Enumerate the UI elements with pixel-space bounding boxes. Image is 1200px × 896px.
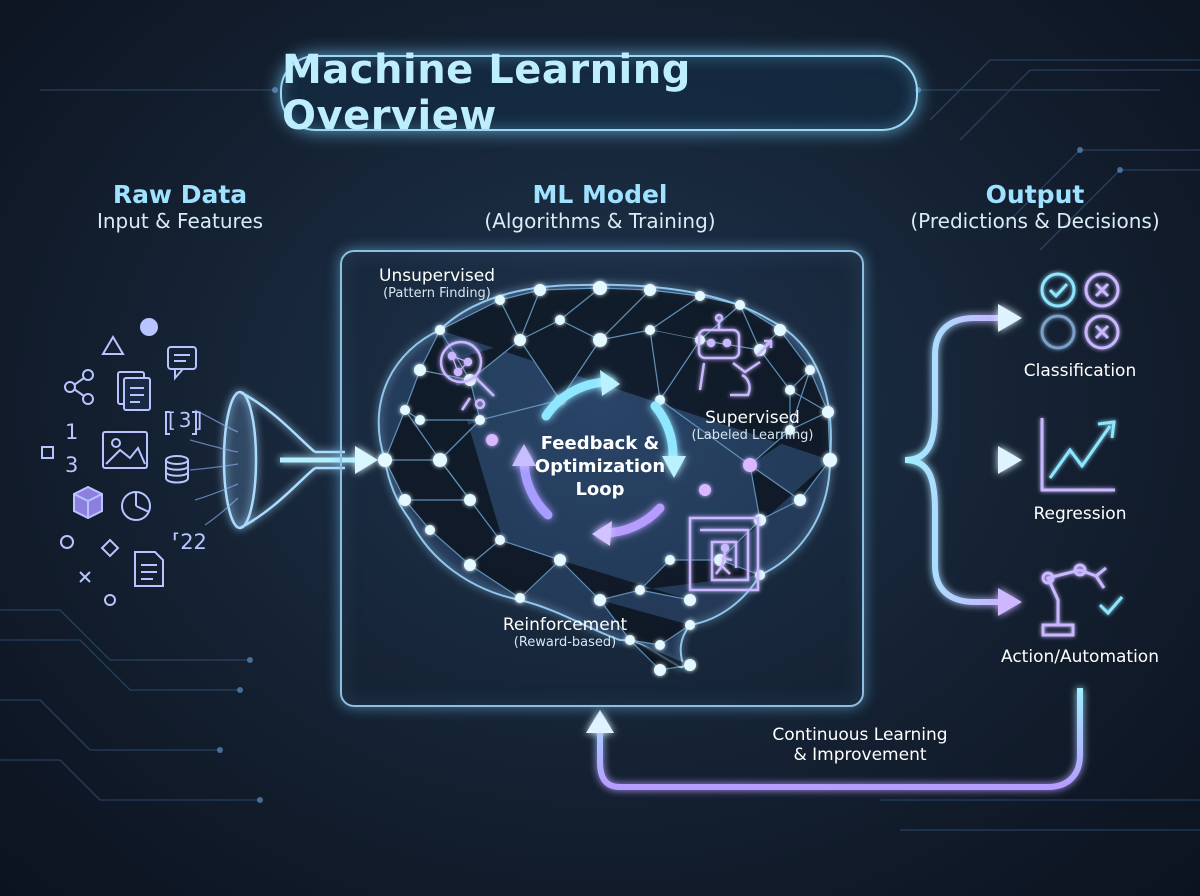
number-twenty-two: ⸢22 [172,530,207,554]
unsupervised-label: Unsupervised [379,266,495,286]
model-box [340,250,864,707]
document-icon [134,551,164,587]
loop-line-2: Optimization [534,456,666,477]
continuous-learning-label: Continuous Learning & Improvement [745,725,975,765]
unsupervised-block: Unsupervised (Pattern Finding) [362,266,512,301]
image-icon [102,431,148,469]
funnel-icon [222,390,345,530]
action-automation-label: Action/Automation [1001,647,1159,667]
supervised-label: Supervised [705,408,800,428]
output-subheading: (Predictions & Decisions) [910,209,1160,233]
model-subheading: (Algorithms & Training) [484,209,716,233]
reinforcement-label: Reinforcement [502,615,628,635]
supervised-sublabel: (Labeled Learning) [691,428,814,443]
gear-icon [140,318,158,336]
chat-icon [167,346,197,381]
title-banner: Machine Learning Overview [280,47,918,139]
raw-data-heading: Raw Data [112,180,248,209]
output-heading: Output [985,180,1085,209]
reinforcement-sublabel: (Reward-based) [513,635,617,650]
cube-icon [73,485,103,520]
loop-line-3: Loop [575,479,625,500]
page-title: Machine Learning Overview [282,47,691,139]
robot-arm-icon [1041,563,1124,637]
share-icon [64,369,94,405]
maze-icon [688,516,760,592]
robot-icon [697,313,773,397]
feedback-arrow [586,688,1083,790]
diamond-icon [100,538,120,558]
pie-chart-icon [121,491,151,521]
reinforcement-block: Reinforcement (Reward-based) [490,615,640,650]
classification-icon [1040,272,1120,350]
unsupervised-sublabel: (Pattern Finding) [383,286,491,301]
magnifier-icon [439,340,495,411]
output-header: Output (Predictions & Decisions) [900,180,1170,233]
triangle-icon [101,335,125,355]
model-heading: ML Model [532,180,668,209]
feedback-loop-label: Feedback & Optimization Loop [530,432,670,501]
digit-one: 1 [65,420,79,444]
trend-chart-icon [1040,418,1116,492]
continuous-learning-line-2: & Improvement [793,745,927,765]
supervised-block: Supervised (Labeled Learning) [680,408,825,443]
loop-line-1: Feedback & [540,433,660,454]
square-icon [41,446,54,459]
regression-label: Regression [1033,504,1127,524]
documents-icon [117,371,151,411]
circle-icon [60,535,74,549]
classification-label: Classification [1023,361,1137,381]
digit-three: 3 [65,453,79,477]
input-arrow [280,446,378,474]
continuous-learning-line-1: Continuous Learning [772,725,948,745]
database-icon [165,455,189,484]
bracket-icon [165,411,197,435]
raw-data-subheading: Input & Features [96,209,264,233]
output-arrows [845,315,1000,605]
raw-data-header: Raw Data Input & Features [60,180,300,233]
x-mark-icon [79,571,91,583]
model-header: ML Model (Algorithms & Training) [450,180,750,233]
bracket-number: [3] [168,408,206,432]
small-circle-icon [104,594,116,606]
